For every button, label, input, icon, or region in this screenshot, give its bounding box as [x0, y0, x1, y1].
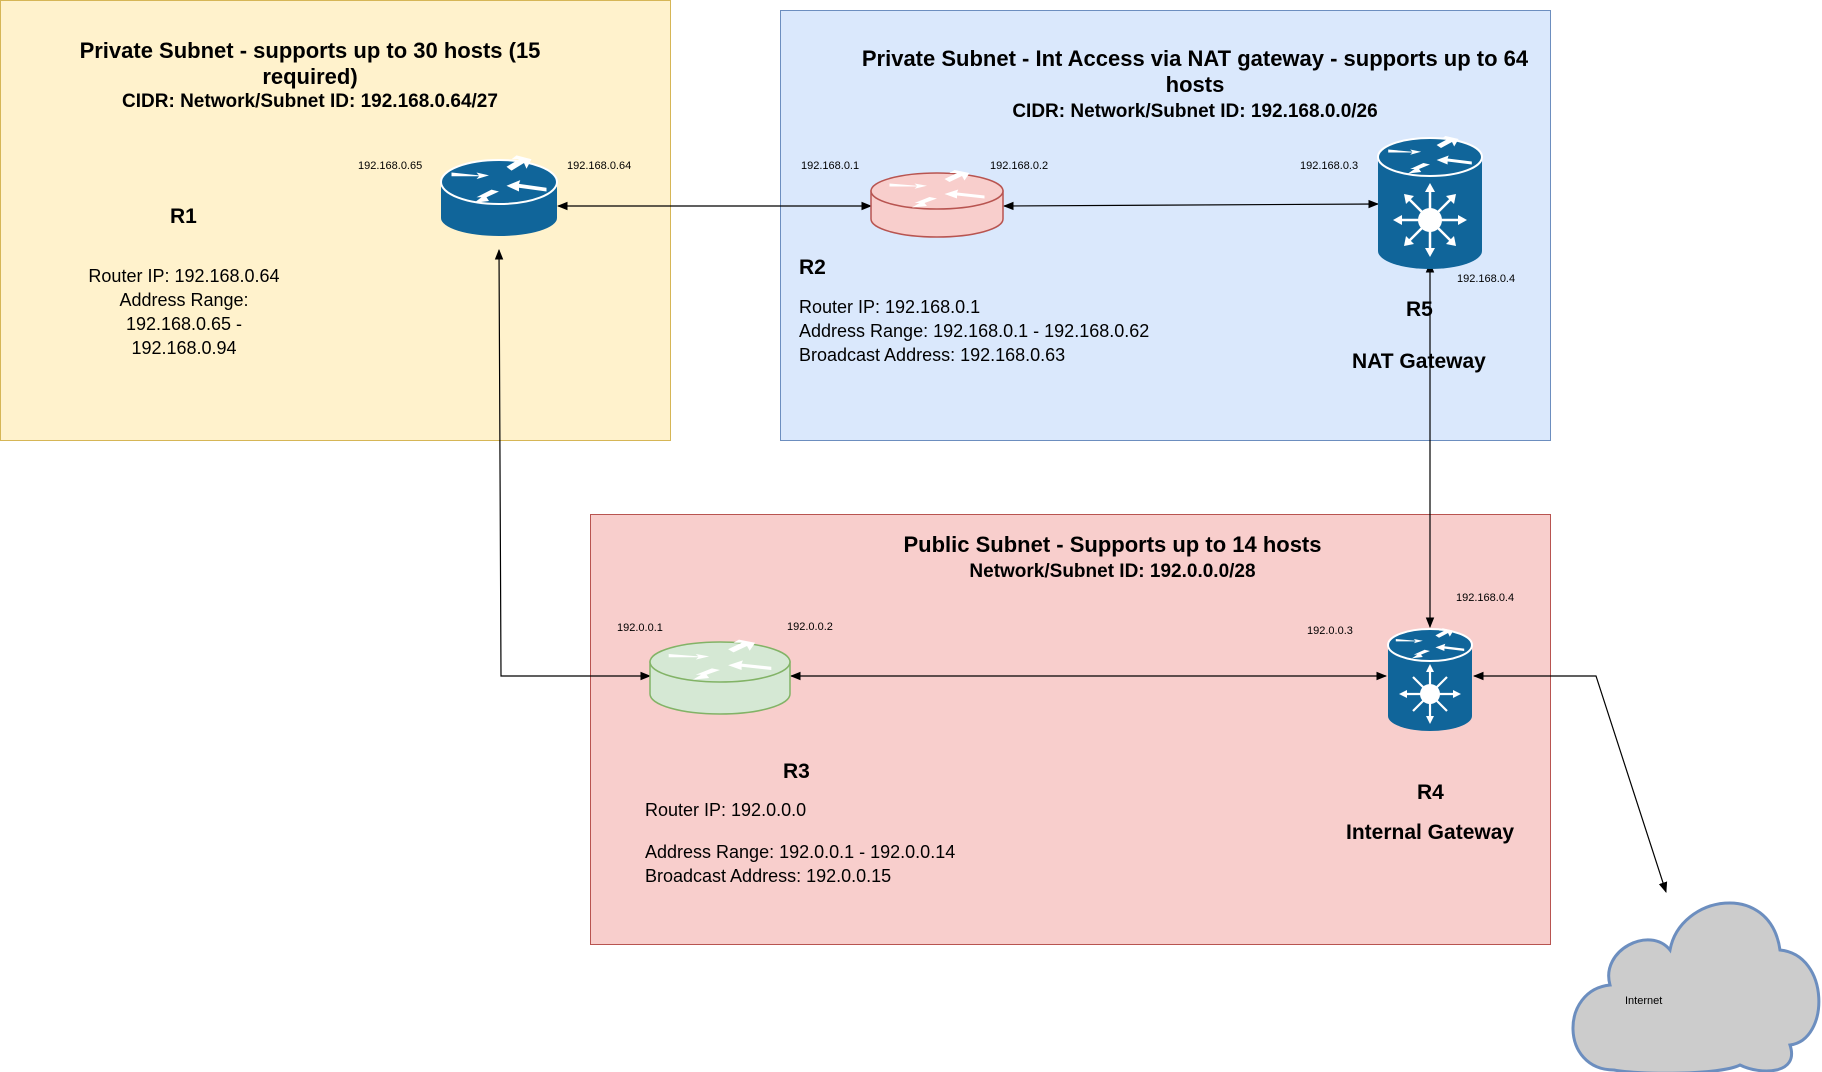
r2-broadcast: Broadcast Address: 192.168.0.63 [799, 345, 1066, 365]
link-r2-r5 [1002, 199, 1380, 211]
subnet-a-title-line1: Private Subnet - supports up to 30 hosts… [79, 38, 541, 63]
r2-ip-right: 192.168.0.2 [990, 160, 1049, 172]
internet-label: Internet [1625, 995, 1663, 1007]
r1-range-start: 192.168.0.65 - [125, 314, 243, 334]
router-r3-icon [649, 639, 791, 715]
subnet-b-title: Private Subnet - Int Access via NAT gate… [820, 46, 1570, 98]
r2-address-range: Address Range: 192.168.0.1 - 192.168.0.6… [799, 321, 1150, 341]
subnet-b-cidr: CIDR: Network/Subnet ID: 192.168.0.0/26 [1012, 101, 1378, 122]
r4-name: R4 [1417, 781, 1444, 804]
r3-ip-right: 192.0.0.2 [787, 621, 833, 633]
r1-router-ip: Router IP: 192.168.0.64 [88, 266, 280, 286]
router-r2-icon [870, 170, 1004, 238]
r2-name: R2 [799, 256, 826, 279]
link-r4-internet [1472, 671, 1668, 894]
r1-details: Router IP: 192.168.0.64 Address Range: 1… [84, 264, 284, 360]
r3-router-ip: Router IP: 192.0.0.0 [645, 800, 807, 820]
r1-ip-right: 192.168.0.64 [567, 160, 632, 172]
r1-name: R1 [170, 205, 197, 228]
r1-range-end: 192.168.0.94 [131, 338, 237, 358]
r3-address-range: Address Range: 192.0.0.1 - 192.0.0.14 [645, 842, 956, 862]
r5-label: NAT Gateway [1352, 350, 1486, 373]
r3-name: R3 [783, 760, 810, 783]
router-r5-icon [1377, 136, 1483, 269]
link-r1-r3 [494, 248, 652, 681]
router-r1-icon [440, 155, 558, 236]
internet-cloud-icon [1571, 901, 1821, 1072]
subnet-a-title-line2: required) [262, 64, 358, 89]
r2-ip-left: 192.168.0.1 [801, 160, 860, 172]
r3-broadcast: Broadcast Address: 192.0.0.15 [645, 866, 892, 886]
subnet-b-title-line2: hosts [1165, 72, 1225, 97]
public-subnet [590, 514, 1551, 945]
router-r4-icon [1387, 628, 1473, 731]
subnet-a-title: Private Subnet - supports up to 30 hosts… [40, 38, 580, 90]
r4-label: Internal Gateway [1346, 821, 1515, 844]
subnet-a-cidr: CIDR: Network/Subnet ID: 192.168.0.64/27 [122, 91, 498, 112]
r4-ip-top: 192.168.0.4 [1456, 592, 1515, 604]
r1-ip-left: 192.168.0.65 [358, 160, 423, 172]
r1-range-label: Address Range: [119, 290, 249, 310]
r3-details: Router IP: 192.0.0.0 Address Range: 192.… [645, 798, 955, 888]
r5-ip-bottom: 192.168.0.4 [1457, 273, 1516, 285]
r2-details: Router IP: 192.168.0.1 Address Range: 19… [799, 295, 1149, 367]
subnet-c-title: Public Subnet - Supports up to 14 hosts [903, 532, 1322, 557]
r4-ip-left: 192.0.0.3 [1307, 625, 1353, 637]
subnet-c-network-id: Network/Subnet ID: 192.0.0.0/28 [969, 561, 1256, 582]
subnet-b-title-line1: Private Subnet - Int Access via NAT gate… [861, 46, 1529, 71]
connectors [494, 199, 1668, 894]
r5-ip-left: 192.168.0.3 [1300, 160, 1359, 172]
r2-router-ip: Router IP: 192.168.0.1 [799, 297, 981, 317]
